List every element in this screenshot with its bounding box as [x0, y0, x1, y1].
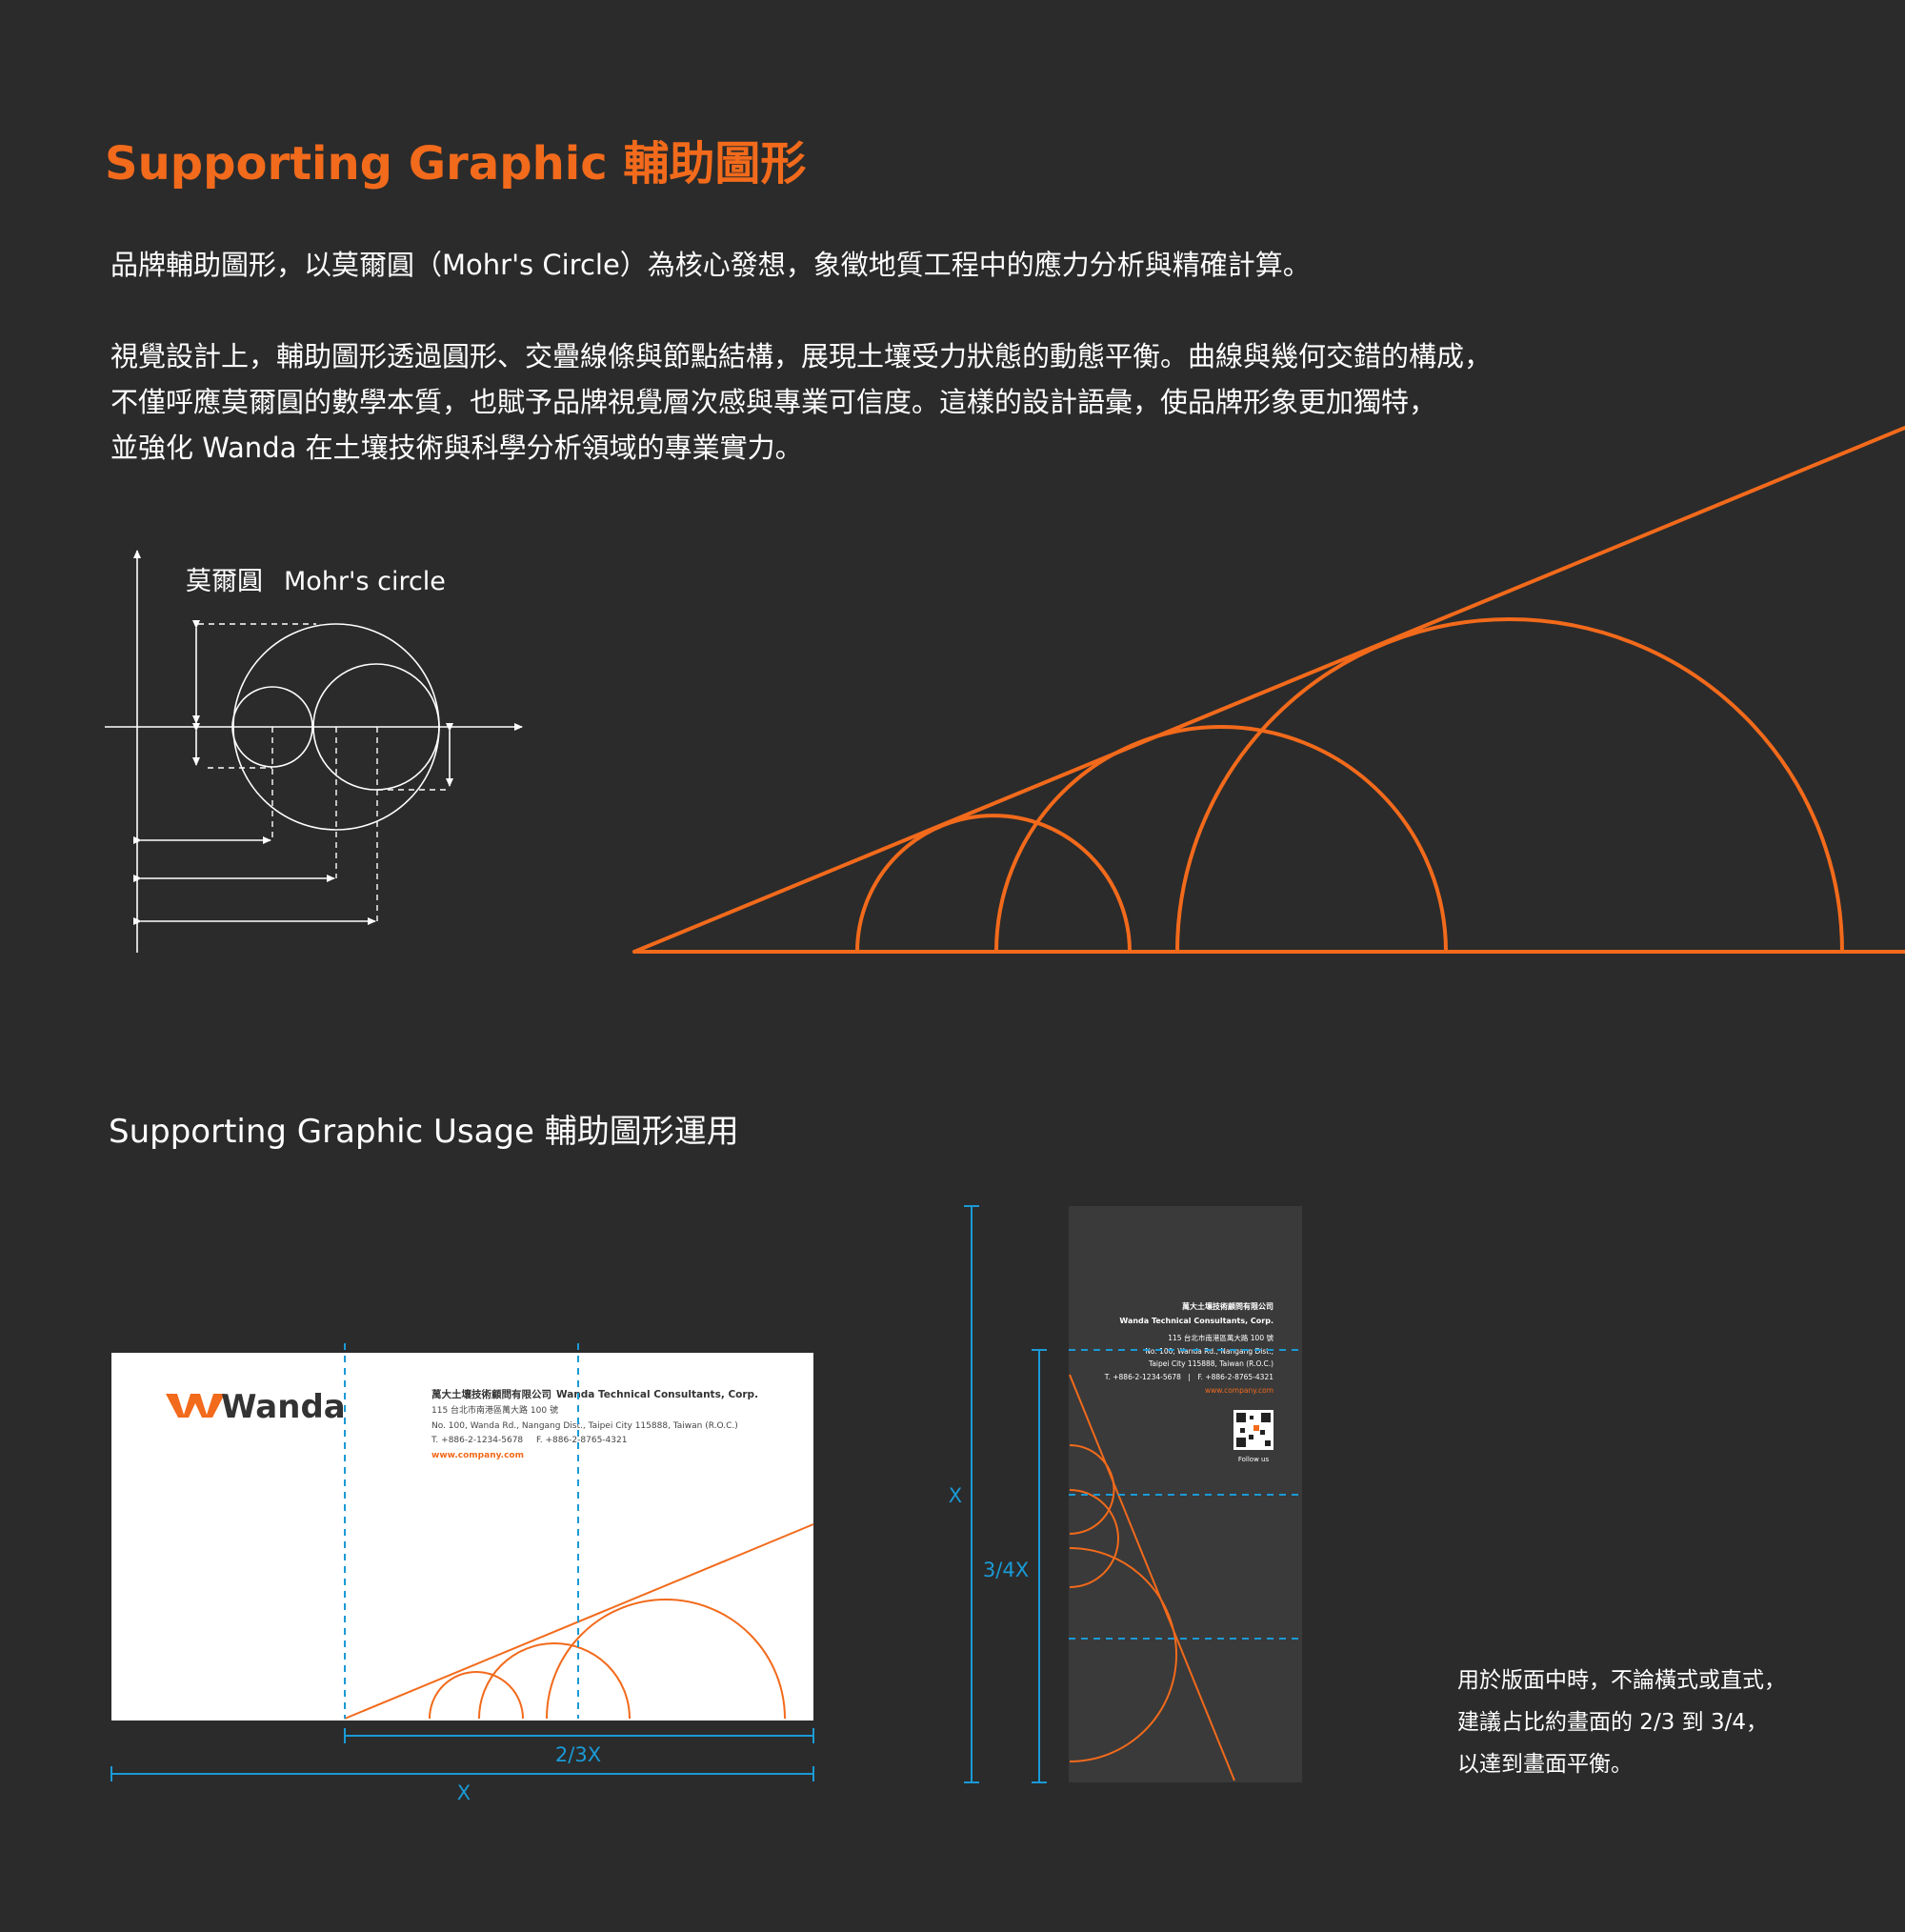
vertical-address-zh: 115 台北市南港區萬大路 100 號: [1168, 1333, 1273, 1342]
card-fax: F. +886-2-8765-4321: [536, 1436, 627, 1445]
usage-note-line-1: 用於版面中時，不論橫式或直式，: [1457, 1668, 1786, 1693]
card-background: [111, 1353, 813, 1721]
card-address-en: No. 100, Wanda Rd., Nangang Dist., Taipe…: [431, 1421, 738, 1431]
card-address-zh: 115 台北市南港區萬大路 100 號: [431, 1404, 558, 1416]
description-line-1: 視覺設計上，輔助圖形透過圓形、交疊線條與節點結構，展現土壤受力狀態的動態平衡。曲…: [110, 340, 1493, 372]
vertical-supporting-graphic: [1069, 1374, 1235, 1781]
card-phone: T. +886-2-1234-5678: [431, 1436, 523, 1445]
card-company-zh: 萬大土壤技術顧問有限公司: [431, 1388, 551, 1400]
wanda-logo-mark-icon: [166, 1394, 225, 1418]
vertical-address-en-1: No. 100, Wanda Rd., Nangang Dist.,: [1145, 1347, 1273, 1356]
arc-small: [855, 814, 1132, 954]
description-paragraph: 視覺設計上，輔助圖形透過圓形、交疊線條與節點結構，展現土壤受力狀態的動態平衡。曲…: [110, 333, 1492, 471]
mohr-label-zh: 莫爾圓: [186, 567, 263, 596]
usage-note-line-2: 建議占比約畫面的 2/3 到 3/4，: [1457, 1710, 1768, 1735]
usage-title: Supporting Graphic Usage 輔助圖形運用: [109, 1113, 739, 1151]
tangent-line: [632, 426, 1905, 954]
vertical-height-label: X: [949, 1484, 962, 1507]
vertical-company-en: Wanda Technical Consultants, Corp.: [1119, 1317, 1273, 1325]
usage-note-line-3: 以達到畫面平衡。: [1457, 1752, 1633, 1777]
arc-large: [1175, 617, 1844, 954]
business-card-horizontal: Wanda 萬大土壤技術顧問有限公司 Wanda Technical Consu…: [110, 1343, 814, 1804]
vertical-layout: 萬大土壤技術顧問有限公司 Wanda Technical Consultants…: [949, 1205, 1302, 1783]
vertical-contact: T. +886-2-1234-5678 | F. +886-2-8765-432…: [1104, 1373, 1273, 1381]
mohr-circle-diagram: [105, 550, 523, 953]
section-title: Supporting Graphic 輔助圖形: [105, 137, 807, 191]
wanda-logo: Wanda: [166, 1388, 346, 1426]
small-circle: [231, 686, 313, 768]
medium-circle: [312, 663, 440, 791]
vertical-company-zh: 萬大土壤技術顧問有限公司: [1182, 1301, 1273, 1311]
mohr-label-en: Mohr's circle: [284, 567, 446, 596]
description-line-3: 並強化 Wanda 在土壤技術與科學分析領域的專業實力。: [110, 432, 803, 464]
graphic-width-label: 2/3X: [555, 1743, 601, 1766]
wanda-logo-text: Wanda: [221, 1388, 346, 1426]
supporting-graphic-large: [632, 426, 1905, 954]
card-company-en: Wanda Technical Consultants, Corp.: [556, 1389, 758, 1400]
follow-us-label: Follow us: [1238, 1456, 1270, 1463]
description-line-2: 不僅呼應莫爾圓的數學本質，也賦予品牌視覺層次感與專業可信度。這樣的設計語彙，使品…: [110, 386, 1437, 418]
intro-paragraph: 品牌輔助圖形，以莫爾圓（Mohr's Circle）為核心發想，象徵地質工程中的…: [110, 249, 1311, 281]
card-width-label: X: [457, 1781, 471, 1804]
card-website: www.company.com: [431, 1451, 524, 1460]
mohr-circle-label: 莫爾圓 Mohr's circle: [186, 560, 467, 597]
vertical-graphic-label: 3/4X: [983, 1559, 1029, 1581]
usage-note: 用於版面中時，不論橫式或直式， 建議占比約畫面的 2/3 到 3/4， 以達到畫…: [1457, 1660, 1786, 1785]
qr-code-icon: [1233, 1410, 1273, 1450]
vertical-website: www.company.com: [1205, 1386, 1273, 1395]
arc-medium: [994, 725, 1448, 954]
vertical-address-en-2: Taipei City 115888, Taiwan (R.O.C.): [1148, 1359, 1273, 1368]
